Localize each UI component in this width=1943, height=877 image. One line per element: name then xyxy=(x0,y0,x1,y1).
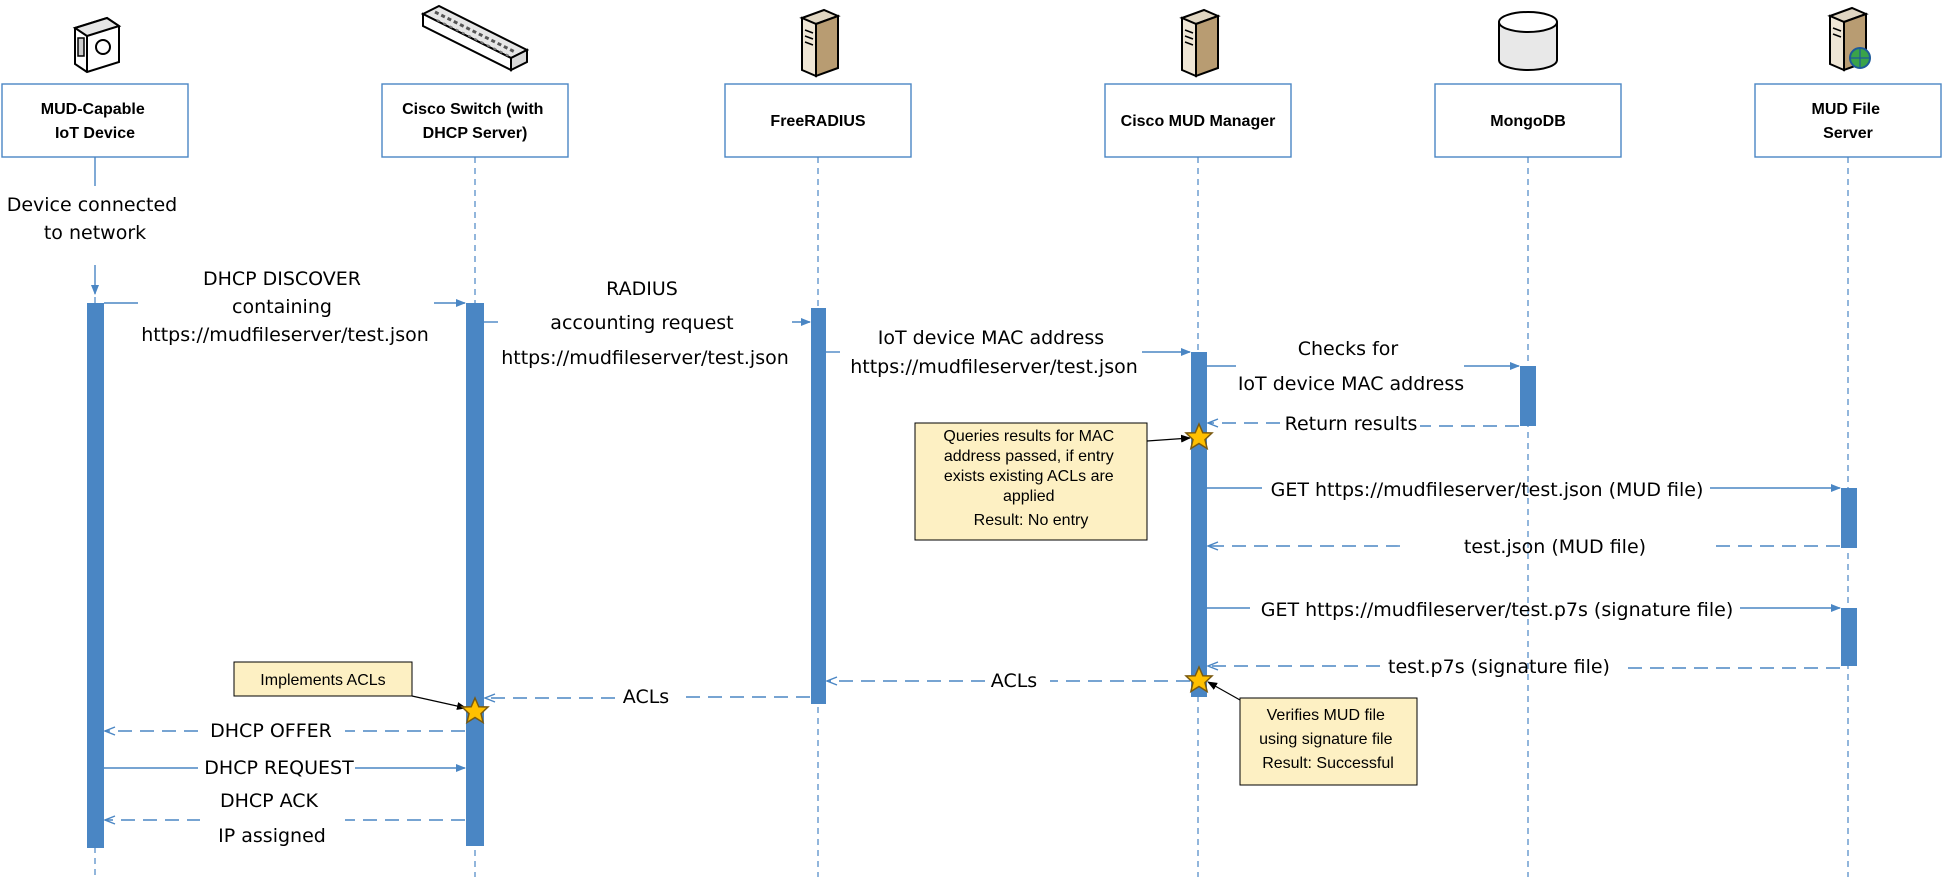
activation-bar-mud-file-server xyxy=(1841,608,1857,666)
actor-box-mongodb xyxy=(1434,83,1622,158)
actor-label-freeradius: FreeRADIUS xyxy=(770,113,865,130)
message-acls-to-radius: ACLs xyxy=(827,670,1190,692)
star-icon xyxy=(1184,665,1214,694)
svg-text:ACLs: ACLs xyxy=(991,670,1037,692)
actor-label-cisco-switch: Cisco Switch (with DHCP Server) xyxy=(402,101,548,142)
message-get-signature-file: GET https://mudfileserver/test.p7s (sign… xyxy=(1207,599,1841,621)
note-query-results: Queries results for MAC address passed, … xyxy=(914,422,1191,541)
actor-label-iot-device: MUD-Capable IoT Device xyxy=(41,101,149,142)
note-implements-acls: Implements ACLs xyxy=(233,661,467,710)
activation-bar-mongodb xyxy=(1520,366,1536,426)
message-mac-address: IoT device MAC address https://mudfilese… xyxy=(826,327,1191,378)
svg-text:GET https://mudfileserver/test: GET https://mudfileserver/test.json (MUD… xyxy=(1271,479,1704,501)
message-radius-accounting: RADIUS accounting request https://mudfil… xyxy=(484,278,811,369)
activation-bar-freeradius xyxy=(811,308,826,704)
svg-text:DHCP ACK IP assigned: DHCP ACK IP assigned xyxy=(218,790,326,847)
message-acls-to-switch: ACLs xyxy=(485,686,810,708)
server-tower-icon xyxy=(1179,8,1221,78)
svg-text:Queries results for MAC: Queries results for MAC address passed, … xyxy=(943,428,1118,529)
message-return-results: Return results xyxy=(1208,413,1519,435)
svg-text:GET https://mudfileserver/test: GET https://mudfileserver/test.p7s (sign… xyxy=(1261,599,1734,621)
actor-box-mud-file-server xyxy=(1754,83,1942,158)
message-dhcp-request: DHCP REQUEST xyxy=(104,757,466,779)
message-signature-file-response: test.p7s (signature file) xyxy=(1208,656,1840,678)
message-checks-mac: Checks for IoT device MAC address xyxy=(1207,338,1520,395)
activation-bar-iot-device xyxy=(87,303,104,848)
star-icon xyxy=(460,696,490,725)
web-server-icon xyxy=(1827,6,1871,72)
network-switch-icon xyxy=(420,4,530,72)
svg-text:test.json (MUD file): test.json (MUD file) xyxy=(1464,536,1646,558)
svg-text:Return results: Return results xyxy=(1285,413,1418,435)
server-tower-icon xyxy=(799,8,841,78)
svg-text:Implements ACLs: Implements ACLs xyxy=(260,672,385,689)
database-icon xyxy=(1498,11,1558,71)
svg-text:DHCP DISCOVER containing: DHCP DISCOVER containing https://mudfile… xyxy=(141,268,429,346)
activation-bar-mud-manager xyxy=(1191,352,1207,697)
actor-box-cisco-switch xyxy=(381,83,569,158)
message-get-mud-file: GET https://mudfileserver/test.json (MUD… xyxy=(1207,479,1841,501)
device-connected-label: Device connected to network xyxy=(7,194,184,244)
message-dhcp-ack: DHCP ACK IP assigned xyxy=(105,790,465,847)
svg-text:Checks for IoT device MA: Checks for IoT device MAC address xyxy=(1238,338,1464,395)
svg-text:Verifies MUD file using: Verifies MUD file using signature file R… xyxy=(1259,707,1397,772)
actor-label-mongodb: MongoDB xyxy=(1490,113,1566,130)
svg-text:ACLs: ACLs xyxy=(623,686,669,708)
actor-box-freeradius xyxy=(724,83,912,158)
note-verifies-mud-file: Verifies MUD file using signature file R… xyxy=(1207,681,1418,786)
message-mud-file-response: test.json (MUD file) xyxy=(1208,536,1840,558)
actor-box-mud-manager xyxy=(1104,83,1292,158)
svg-text:RADIUS accounting reques: RADIUS accounting request https://mudfil… xyxy=(501,278,789,369)
message-dhcp-offer: DHCP OFFER xyxy=(105,720,465,742)
svg-text:DHCP REQUEST: DHCP REQUEST xyxy=(204,757,354,779)
actor-label-mud-file-server: MUD File Server xyxy=(1812,101,1885,142)
svg-text:IoT device MAC address h: IoT device MAC address https://mudfilese… xyxy=(850,327,1138,378)
message-dhcp-discover: DHCP DISCOVER containing https://mudfile… xyxy=(104,268,466,346)
actor-label-mud-manager: Cisco MUD Manager xyxy=(1121,113,1276,130)
svg-text:test.p7s (signature file): test.p7s (signature file) xyxy=(1388,656,1610,678)
camera-icon xyxy=(72,16,122,74)
activation-bar-cisco-switch xyxy=(466,303,484,846)
actor-box-iot-device xyxy=(1,83,189,158)
activation-bar-mud-file-server xyxy=(1841,488,1857,548)
star-icon xyxy=(1184,422,1214,451)
svg-text:DHCP OFFER: DHCP OFFER xyxy=(210,720,332,742)
